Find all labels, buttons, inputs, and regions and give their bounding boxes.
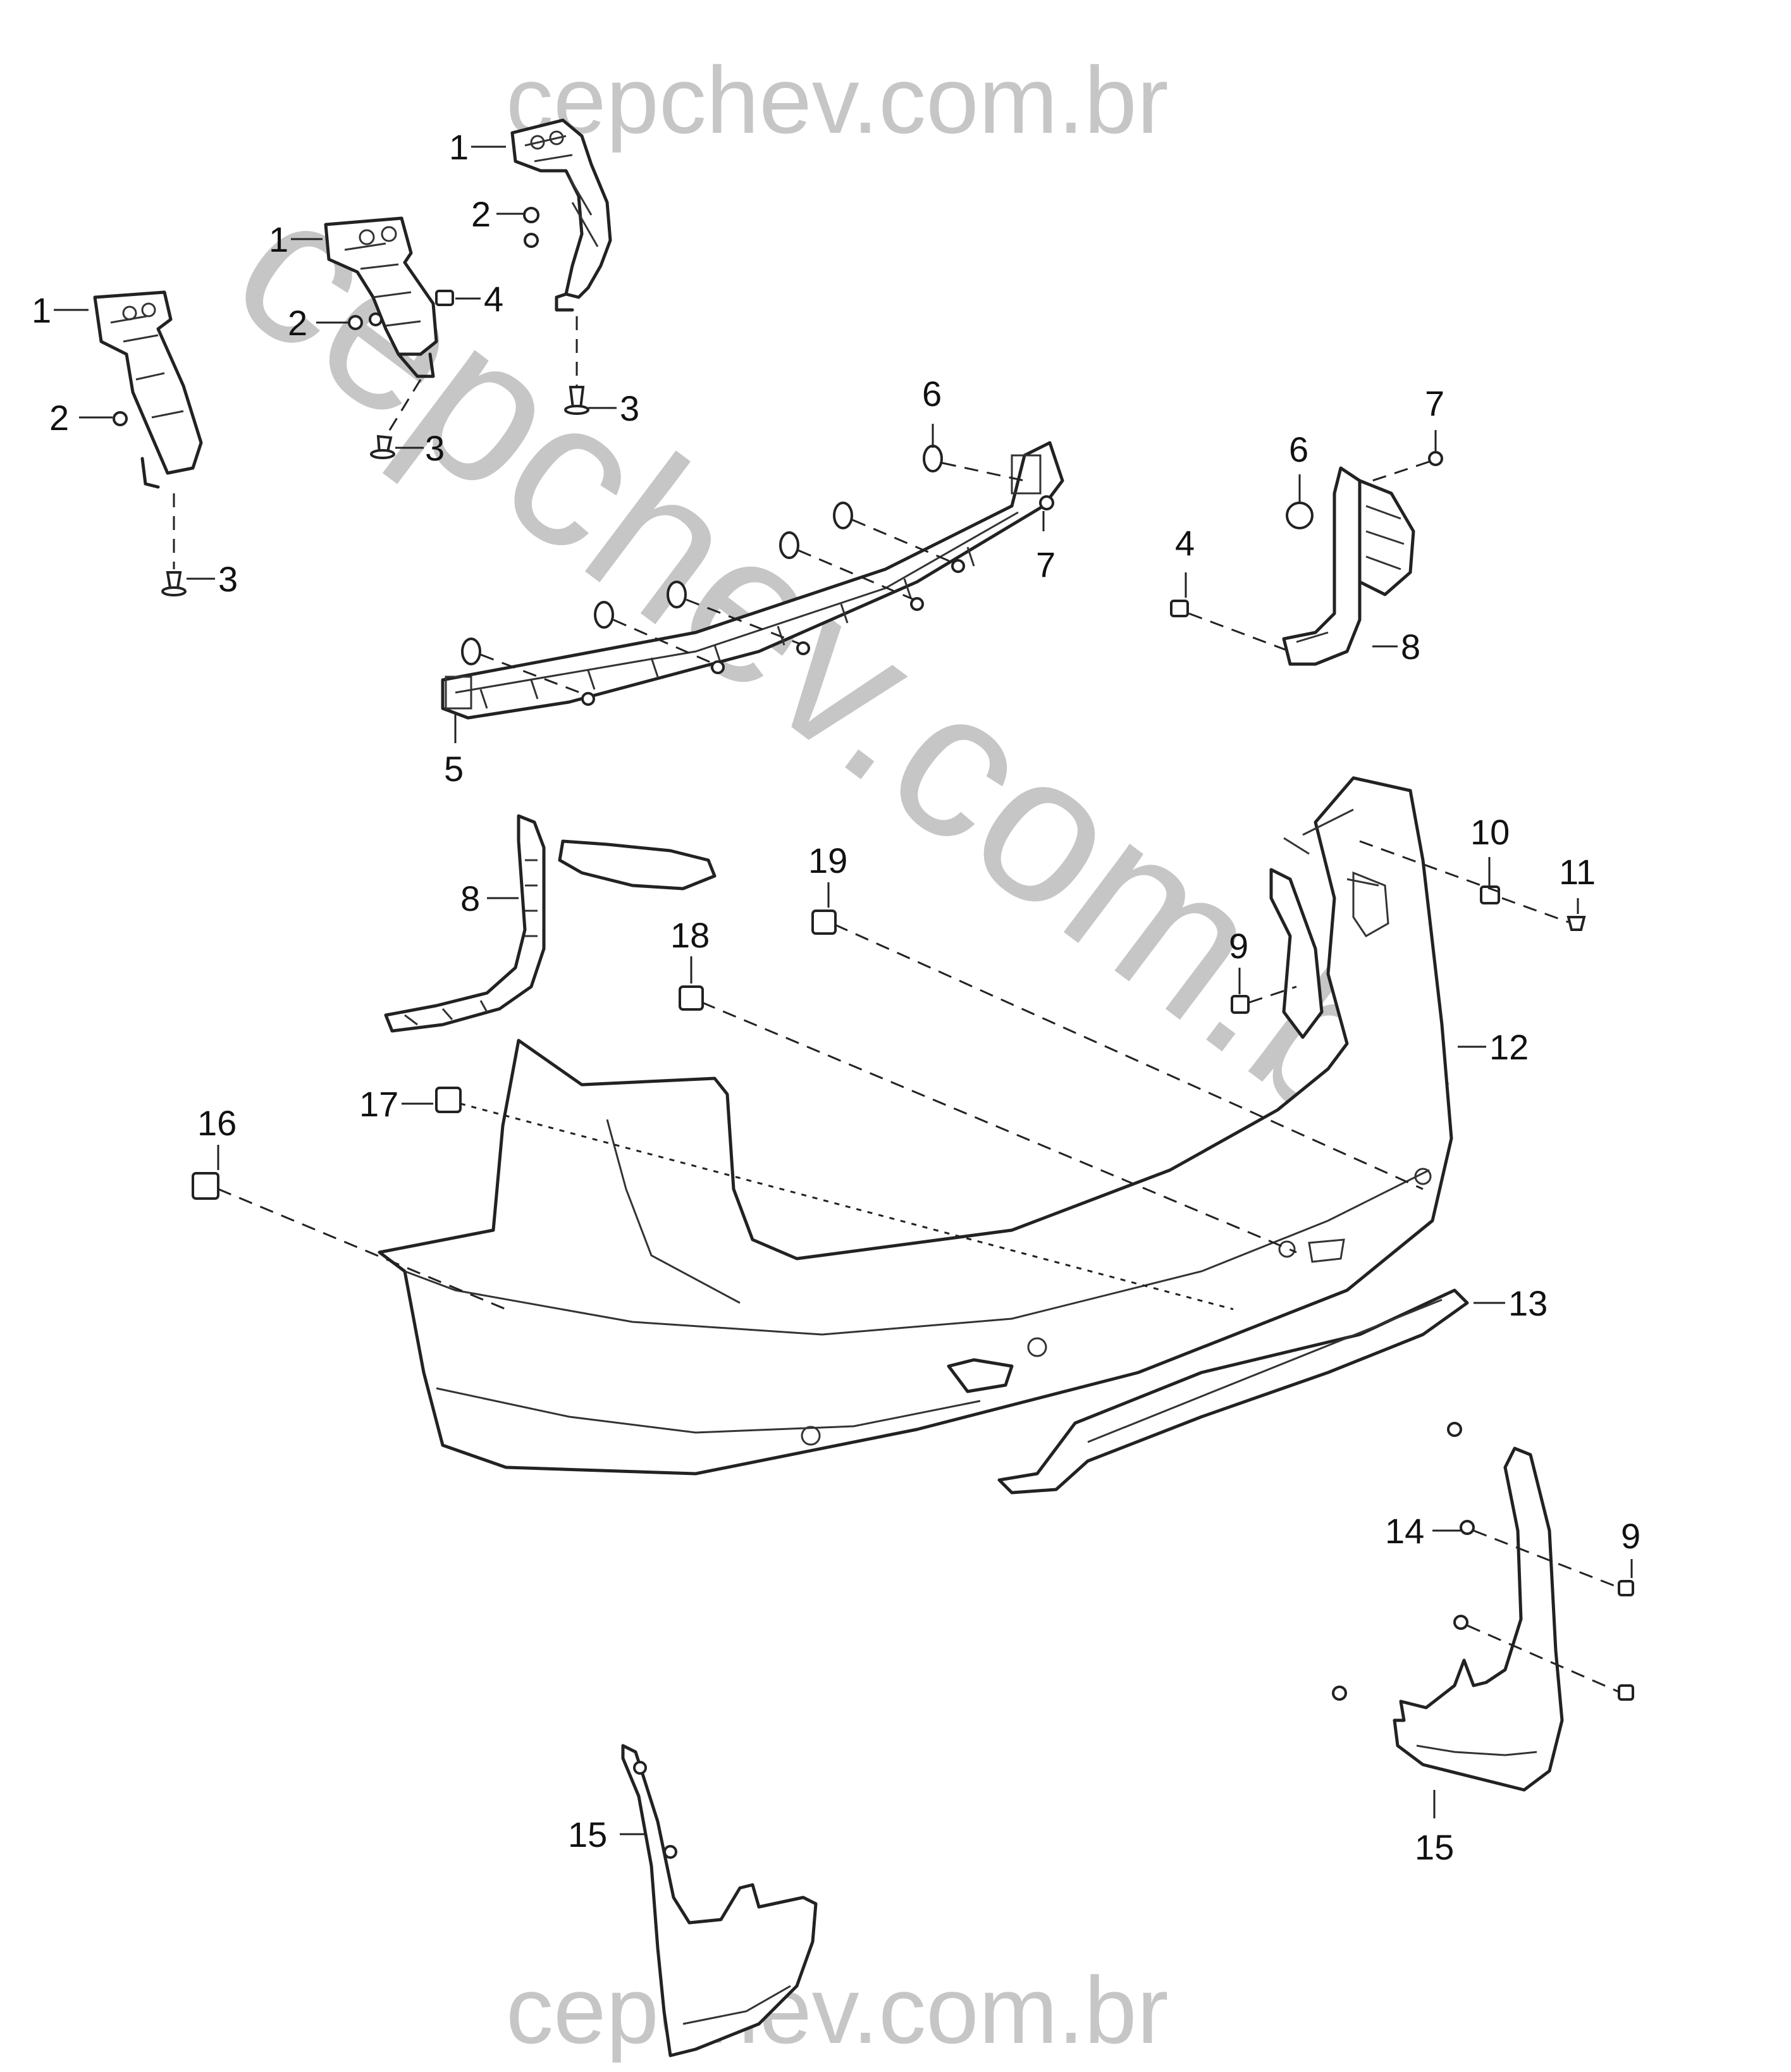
callout-3: 3 [218,559,238,599]
callout-8: 8 [1401,627,1420,667]
callout-15: 15 [568,1815,607,1854]
callout-9: 9 [1229,926,1248,966]
callout-4: 4 [1175,523,1195,563]
nuts-4 [435,290,1291,653]
callout-14: 14 [1385,1511,1424,1551]
callout-6: 6 [922,374,942,414]
callout-17: 17 [359,1084,398,1124]
callout-3: 3 [620,388,639,428]
callout-2: 2 [49,398,69,438]
callout-12: 12 [1489,1027,1529,1067]
watermark-bottom: cepchev.com.br [506,1957,1169,2063]
bolts-2 [113,207,539,426]
callout-10: 10 [1470,812,1510,852]
clips [192,840,1586,1310]
callout-5: 5 [444,749,464,789]
callout-16: 16 [197,1103,237,1143]
callout-6: 6 [1289,429,1308,469]
callout-11: 11 [1559,852,1596,892]
callout-1: 1 [32,290,51,330]
callout-labels: 1 1 1 2 2 2 3 3 3 4 4 5 6 6 7 7 8 8 9 9 … [32,127,1640,1867]
pins-6 [461,445,1314,697]
upper-bracket-right [510,118,612,312]
screws-3 [161,316,589,596]
callout-19: 19 [808,841,847,880]
leader-lines [54,145,1633,1835]
mud-flap-right [1332,1422,1634,1792]
callout-9: 9 [1621,1516,1640,1556]
upper-bracket-left [93,290,203,489]
callout-7: 7 [1425,383,1444,423]
callout-2: 2 [471,194,491,234]
callout-8: 8 [460,879,480,918]
lower-trim-skid-plate [997,1288,1469,1495]
callout-4: 4 [484,279,503,319]
callout-1: 1 [449,127,469,167]
callout-15: 15 [1415,1827,1454,1867]
side-bracket-left [384,814,717,1033]
callout-1: 1 [269,219,288,259]
callout-18: 18 [670,915,710,955]
bolts-7 [581,451,1443,706]
mud-flap-left [621,1744,818,2057]
callout-3: 3 [425,428,445,468]
watermark-top: cepchev.com.br [506,47,1169,153]
callout-7: 7 [1036,545,1056,584]
callout-13: 13 [1508,1283,1548,1323]
callout-2: 2 [288,303,307,343]
upper-bracket-middle [324,216,438,378]
rear-bumper-fascia [378,776,1453,1476]
side-bracket-right [1282,466,1415,666]
